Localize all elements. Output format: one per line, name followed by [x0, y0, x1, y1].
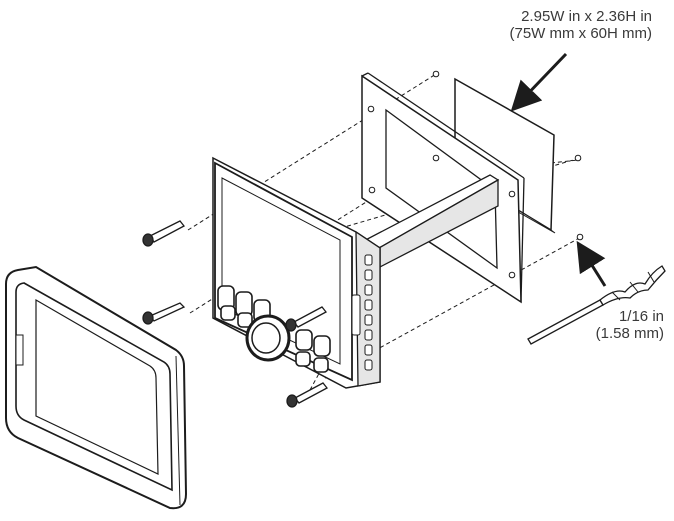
drill-bit [527, 265, 666, 345]
rear-chassis [354, 174, 500, 269]
cutout-dimension-label: 2.95W in x 2.36H in (75W mm x 60H mm) [510, 8, 653, 42]
screw-bottom-left [142, 302, 186, 325]
stereo-unit [212, 156, 381, 389]
cutout-label-line2: (75W mm x 60H mm) [509, 25, 653, 42]
drill-label-line2: (1.58 mm) [595, 325, 664, 342]
volume-knob [245, 314, 291, 362]
drill-size-label: 1/16 in (1.58 mm) [596, 308, 664, 342]
bezel-trim [5, 265, 188, 510]
screw-bottom-center [286, 382, 328, 408]
screw-top-left [142, 220, 185, 247]
cutout-label-line1: 2.95W in x 2.36H in [521, 8, 652, 25]
screw-middle [285, 306, 327, 332]
drill-label-line1: 1/16 in [618, 308, 664, 325]
unit-buttons [217, 285, 331, 373]
drill-arrow [576, 240, 607, 287]
cutout-arrow [510, 52, 568, 112]
mount-dots [432, 70, 584, 241]
mounting-bracket [361, 72, 525, 304]
